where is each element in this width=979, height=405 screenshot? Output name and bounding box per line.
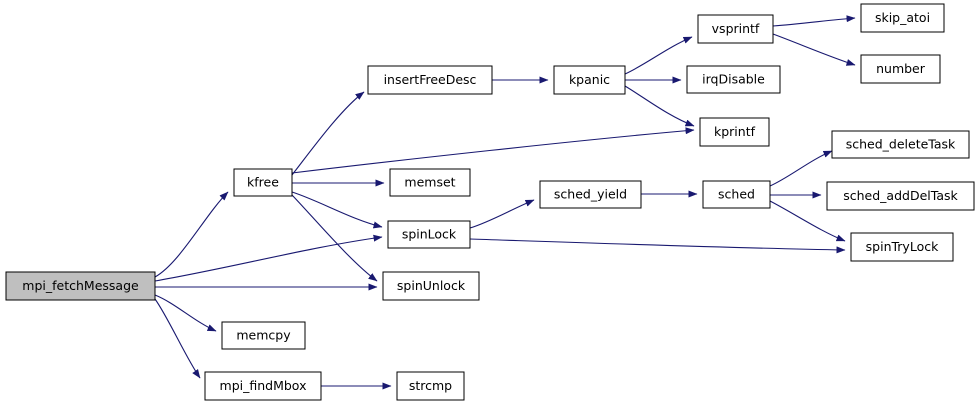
call-edge-vsprintf-to-skip_atoi [772, 15, 856, 27]
node-box-mpi_findMbox[interactable] [204, 371, 322, 401]
call-edge-kfree-to-kprintf [291, 127, 695, 174]
call-edge-kfree-to-spinUnlock [291, 194, 378, 282]
node-box-sched[interactable] [702, 180, 771, 209]
node-label-mpi_fetchMessage: mpi_fetchMessage [22, 278, 139, 293]
node-box-sched_addDelTask[interactable] [826, 181, 975, 211]
node-insertFreeDesc[interactable]: insertFreeDesc [367, 65, 493, 95]
node-label-sched: sched [718, 187, 755, 202]
node-box-insertFreeDesc[interactable] [367, 65, 493, 95]
node-skip_atoi[interactable]: skip_atoi [860, 3, 945, 33]
node-label-sched_deleteTask: sched_deleteTask [846, 137, 956, 152]
node-box-strcmp[interactable] [396, 371, 465, 401]
node-vsprintf[interactable]: vsprintf [697, 14, 774, 44]
node-box-vsprintf[interactable] [697, 14, 774, 44]
node-box-spinLock[interactable] [387, 220, 471, 249]
node-label-kprintf: kprintf [714, 124, 756, 139]
node-sched[interactable]: sched [702, 180, 771, 209]
node-box-kfree[interactable] [233, 168, 293, 197]
node-label-spinTryLock: spinTryLock [866, 239, 939, 254]
edge-layer [154, 15, 856, 390]
node-sched_yield[interactable]: sched_yield [539, 180, 642, 209]
node-spinLock[interactable]: spinLock [387, 220, 471, 249]
node-sched_addDelTask[interactable]: sched_addDelTask [826, 181, 975, 211]
node-box-skip_atoi[interactable] [860, 3, 945, 33]
node-number[interactable]: number [860, 54, 941, 84]
call-edge-kpanic-to-kprintf [624, 85, 695, 127]
node-box-irqDisable[interactable] [686, 65, 781, 94]
node-label-vsprintf: vsprintf [712, 21, 760, 36]
call-edge-mpi_fetchMessage-to-memcpy [154, 294, 217, 332]
node-memcpy[interactable]: memcpy [221, 321, 306, 350]
call-edge-sched-to-sched_deleteTask [769, 150, 833, 187]
node-label-sched_addDelTask: sched_addDelTask [843, 188, 958, 203]
call-edge-sched-to-spinTryLock [769, 200, 846, 242]
call-edge-spinLock-to-sched_yield [469, 199, 535, 229]
node-box-sched_deleteTask[interactable] [831, 130, 970, 159]
node-label-spinLock: spinLock [402, 227, 457, 242]
node-label-mpi_findMbox: mpi_findMbox [220, 378, 307, 393]
node-label-strcmp: strcmp [409, 378, 452, 393]
call-edge-kpanic-to-vsprintf [624, 36, 693, 75]
node-label-kfree: kfree [247, 175, 279, 190]
node-strcmp[interactable]: strcmp [396, 371, 465, 401]
node-box-kpanic[interactable] [553, 65, 626, 95]
call-edge-mpi_fetchMessage-to-mpi_findMbox [154, 298, 201, 379]
node-box-number[interactable] [860, 54, 941, 84]
node-kprintf[interactable]: kprintf [699, 117, 770, 147]
call-edge-mpi_fetchMessage-to-spinLock [154, 234, 383, 282]
call-edge-kfree-to-insertFreeDesc [291, 91, 365, 176]
node-label-irqDisable: irqDisable [702, 72, 765, 87]
node-kfree[interactable]: kfree [233, 168, 293, 197]
call-edge-vsprintf-to-number [772, 33, 856, 66]
node-label-spinUnlock: spinUnlock [397, 278, 466, 293]
call-edge-mpi_fetchMessage-to-kfree [154, 191, 229, 278]
node-box-sched_yield[interactable] [539, 180, 642, 209]
node-box-spinTryLock[interactable] [850, 232, 954, 262]
node-box-mpi_fetchMessage[interactable] [5, 271, 156, 301]
node-irqDisable[interactable]: irqDisable [686, 65, 781, 94]
node-mpi_findMbox[interactable]: mpi_findMbox [204, 371, 322, 401]
node-label-sched_yield: sched_yield [554, 187, 627, 202]
node-label-kpanic: kpanic [569, 72, 610, 87]
node-layer: mpi_fetchMessage kfree memcpy mpi_findMbox i… [5, 3, 975, 401]
node-box-memset[interactable] [389, 168, 471, 197]
call-edge-kfree-to-spinLock [291, 191, 383, 229]
node-box-spinUnlock[interactable] [382, 271, 480, 301]
node-box-memcpy[interactable] [221, 321, 306, 350]
call-edge-spinLock-to-spinTryLock [469, 238, 846, 254]
node-label-number: number [876, 61, 926, 76]
node-label-skip_atoi: skip_atoi [875, 10, 930, 25]
node-label-insertFreeDesc: insertFreeDesc [384, 72, 477, 87]
node-spinTryLock[interactable]: spinTryLock [850, 232, 954, 262]
node-kpanic[interactable]: kpanic [553, 65, 626, 95]
node-label-memcpy: memcpy [236, 328, 291, 343]
node-box-kprintf[interactable] [699, 117, 770, 147]
node-sched_deleteTask[interactable]: sched_deleteTask [831, 130, 970, 159]
node-mpi_fetchMessage[interactable]: mpi_fetchMessage [5, 271, 156, 301]
node-memset[interactable]: memset [389, 168, 471, 197]
node-spinUnlock[interactable]: spinUnlock [382, 271, 480, 301]
node-label-memset: memset [404, 175, 455, 190]
